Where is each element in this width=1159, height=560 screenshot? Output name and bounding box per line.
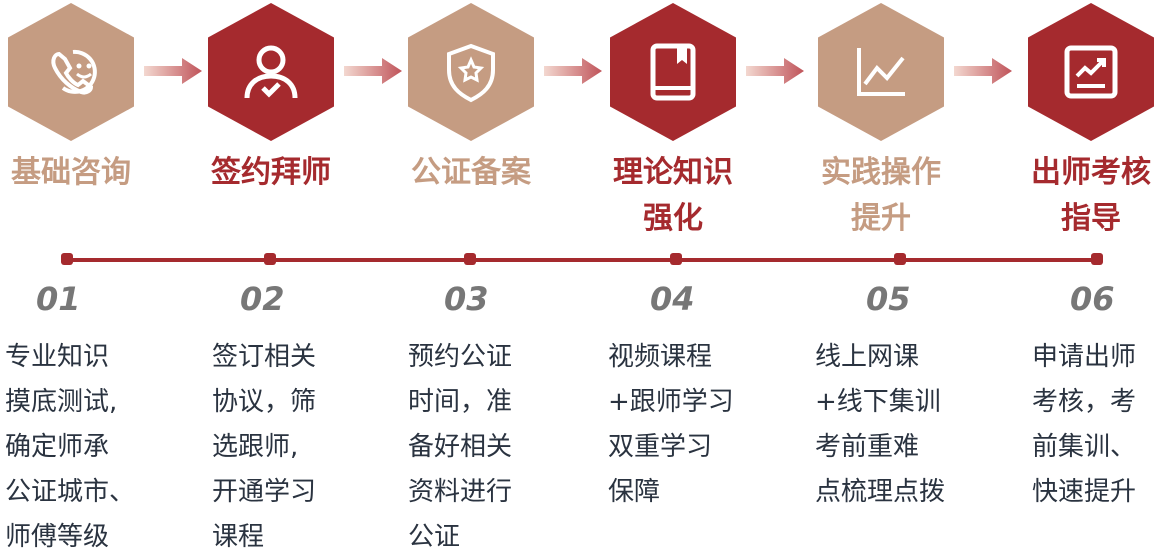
step-title: 签约拜师 [181,150,361,196]
step-title-line: 签约拜师 [211,155,331,190]
step-title: 公证备案 [381,150,561,196]
book-icon [650,43,696,101]
step-description: 签订相关协议，筛选跟师, 开通学习课程 [212,335,316,560]
step-hexagon [208,3,334,141]
description-line: 选跟师, [212,432,299,462]
step-title-line: 出师考核 [1031,155,1151,190]
arrow-right-icon [954,56,1014,86]
description-line: 摸底测试, [5,387,118,417]
step-title-line: 提升 [851,201,911,236]
step-hexagon [610,3,736,141]
description-line: 视频课程 [608,342,713,372]
description-line: 考核，考 [1032,387,1137,417]
description-line: 签订相关 [212,342,317,372]
timeline-dot [61,253,73,265]
description-line: 协议，筛 [212,387,317,417]
arrow-right-icon [746,56,806,86]
step-title-line: 强化 [643,201,703,236]
description-line: 开通学习 [212,477,317,507]
description-line: 时间，准 [408,387,513,417]
timeline-dot [670,253,682,265]
timeline-dot [264,253,276,265]
timeline-line [66,258,1098,262]
description-line: 课程 [212,522,265,552]
description-line: 快速提升 [1032,477,1137,507]
step-hexagon [408,3,534,141]
description-line: 公证 [408,522,461,552]
report-chart-icon [1064,45,1118,99]
line-chart-icon [857,48,905,96]
step-description: 申请出师考核，考前集训、快速提升 [1032,335,1136,515]
step-title-line: 指导 [1061,201,1121,236]
shield-star-icon [447,43,495,103]
description-line: 前集训、 [1032,432,1137,462]
description-line: 备好相关 [408,432,513,462]
step-title-line: 实践操作 [821,155,941,190]
step-number: 04 [650,280,695,318]
description-line: 资料进行 [408,477,513,507]
step-number: 02 [240,280,285,318]
step-title-line: 理论知识 [613,155,733,190]
step-hexagon [8,3,134,141]
description-line: 保障 [608,477,661,507]
description-line: 点梳理点拨 [815,477,946,507]
description-line: 师傅等级 [5,522,110,552]
step-description: 视频课程 +跟师学习双重学习保障 [608,335,734,515]
description-line: 预约公证 [408,342,513,372]
description-line: +跟师学习 [608,387,734,417]
description-line: 申请出师 [1032,342,1137,372]
timeline-dot [464,253,476,265]
step-number: 01 [36,280,81,318]
arrow-right-icon [344,56,404,86]
step-description: 线上网课 +线下集训考前重难点梳理点拨 [815,335,945,515]
description-line: 考前重难 [815,432,920,462]
step-title: 出师考核指导 [1001,150,1159,242]
step-description: 专业知识摸底测试, 确定师承公证城市、师傅等级 [5,335,135,560]
user-check-icon [244,45,298,99]
description-line: 公证城市、 [5,477,136,507]
description-line: 专业知识 [5,342,110,372]
timeline-dot [894,253,906,265]
arrow-right-icon [544,56,604,86]
step-title-line: 基础咨询 [11,155,131,190]
step-title-line: 公证备案 [411,155,531,190]
step-hexagon [818,3,944,141]
step-title: 实践操作提升 [791,150,971,242]
step-title: 基础咨询 [0,150,161,196]
arrow-right-icon [144,56,204,86]
timeline-dot [1091,253,1103,265]
step-title: 理论知识强化 [583,150,763,242]
description-line: +线下集训 [815,387,941,417]
step-number: 03 [444,280,489,318]
phone-smile-icon [51,49,97,95]
description-line: 双重学习 [608,432,713,462]
step-hexagon [1028,3,1154,141]
step-number: 06 [1070,280,1115,318]
description-line: 确定师承 [5,432,110,462]
description-line: 线上网课 [815,342,920,372]
step-description: 预约公证时间，准备好相关资料进行公证 [408,335,512,560]
step-number: 05 [866,280,911,318]
